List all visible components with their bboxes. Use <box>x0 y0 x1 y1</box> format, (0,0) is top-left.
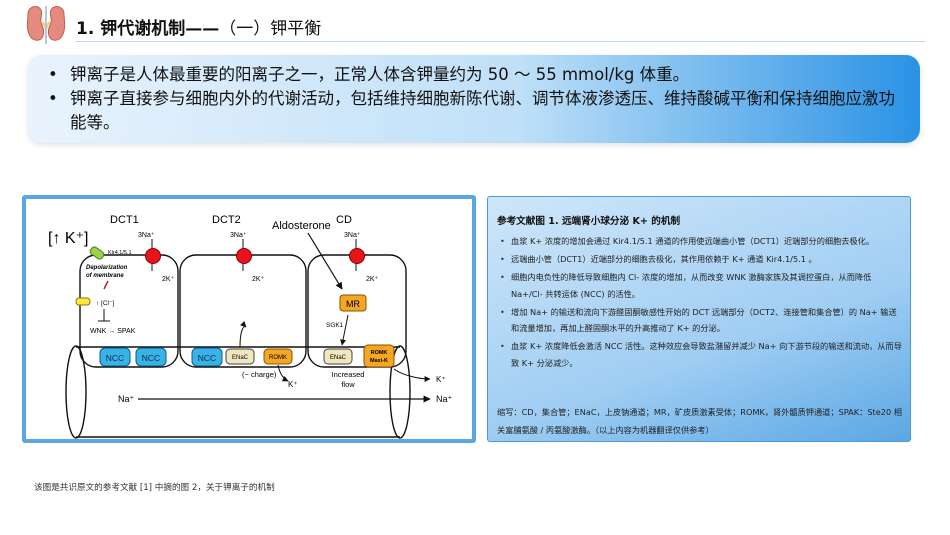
reference-bullet: 血浆 K+ 浓度的增加会通过 Kir4.1/5.1 通道的作用使远端曲小管（DC… <box>497 233 902 250</box>
kidney-icon <box>26 6 66 44</box>
label-cd: CD <box>336 214 352 226</box>
reference-bullet: 远端曲小管（DCT1）近端部分的细胞去极化，其作用依赖于 K+ 通道 Kir4.… <box>497 251 902 268</box>
figure-frame: DCT1 DCT2 CD Aldosterone [↑ K⁺] 3Na⁺ 3Na… <box>22 195 476 443</box>
label-dct1: DCT1 <box>110 214 139 226</box>
label-minus-charge: (− charge) <box>242 370 277 379</box>
reference-bullet: 血浆 K+ 浓度降低会激活 NCC 活性。这种效应会导致盐潴留并减少 Na+ 向… <box>497 338 902 371</box>
svg-text:Maxi-K: Maxi-K <box>370 358 388 364</box>
aldosterone-arrow <box>307 232 343 290</box>
pump-dct1 <box>145 239 161 271</box>
pump-dct2 <box>236 239 252 271</box>
page-title: 1. 钾代谢机制——（一）钾平衡 <box>76 14 321 39</box>
svg-text:ROMK: ROMK <box>269 355 287 361</box>
label-aldosterone: Aldosterone <box>272 220 331 232</box>
mechanism-figure: DCT1 DCT2 CD Aldosterone [↑ K⁺] 3Na⁺ 3Na… <box>26 199 472 439</box>
ncc-transporter: NCC <box>135 347 167 367</box>
title-subtitle: （一）钾平衡 <box>219 19 322 39</box>
mr-receptor: MR <box>339 294 367 312</box>
reference-bullet: 增加 Na+ 的输送和流向下游醛固酮敏感性开始的 DCT 远端部分（DCT2、连… <box>497 304 902 337</box>
intro-bullet: 钾离子是人体最重要的阳离子之一，正常人体含钾量约为 50 ～ 55 mmol/k… <box>46 63 906 87</box>
abbreviation-note: 缩写：CD，集合管；ENaC，上皮钠通道；MR，矿皮质激素受体；ROMK，肾外髓… <box>497 407 902 435</box>
pump-cd <box>349 239 365 271</box>
dct2-k-arrow <box>239 321 247 348</box>
ncc-transporter: NCC <box>99 347 131 367</box>
slide-header: 1. 钾代谢机制——（一）钾平衡 <box>0 0 950 48</box>
depol-arrow <box>103 280 109 290</box>
label-3na-1: 3Na⁺ <box>138 232 155 239</box>
intro-list: 钾离子是人体最重要的阳离子之一，正常人体含钾量约为 50 ～ 55 mmol/k… <box>46 63 906 135</box>
label-k-up: [↑ K⁺] <box>48 230 88 247</box>
label-sgk1: SGK1 <box>326 322 344 329</box>
intro-panel: 钾离子是人体最重要的阳离子之一，正常人体含钾量约为 50 ～ 55 mmol/k… <box>28 55 920 143</box>
cl-channel <box>75 297 91 306</box>
header-divider <box>76 41 926 42</box>
reference-title: 参考文献图 1. 远端肾小球分泌 K+ 的机制 <box>497 216 681 227</box>
svg-text:ROMK: ROMK <box>371 350 388 356</box>
label-3na-2: 3Na⁺ <box>230 232 247 239</box>
tubule-end-left <box>65 345 87 439</box>
romk-maxik-channel: ROMK Maxi-K <box>363 344 395 368</box>
reference-bullet: 细胞内电负性的降低导致细胞内 Cl- 浓度的增加，从而改变 WNK 激酶家族及其… <box>497 269 902 302</box>
label-2k-2: 2K⁺ <box>252 276 265 283</box>
intro-bullet: 钾离子直接参与细胞内外的代谢活动，包括维持细胞新陈代谢、调节体液渗透压、维持酸碱… <box>46 87 906 135</box>
kir-channel <box>89 246 105 260</box>
cd-k-arrow <box>393 368 431 382</box>
romk-channel: ROMK <box>263 348 293 365</box>
enac-channel-cd: ENaC <box>323 348 353 365</box>
ncc-transporter: NCC <box>191 347 223 367</box>
label-wnk: WNK → SPAK <box>90 328 136 335</box>
label-2k-1: 2K⁺ <box>162 276 175 283</box>
label-2k-3: 2K⁺ <box>366 276 379 283</box>
cell-dct1 <box>79 254 179 368</box>
label-3na-3: 3Na⁺ <box>344 232 361 239</box>
label-k-plus: K⁺ <box>288 380 298 389</box>
k-secretion-arrow <box>277 364 289 382</box>
title-main: 1. 钾代谢机制—— <box>76 19 220 39</box>
mechanism-diagram: DCT1 DCT2 CD Aldosterone [↑ K⁺] 3Na⁺ 3Na… <box>48 214 453 439</box>
label-na-out: Na⁺ <box>436 394 453 404</box>
svg-text:MR: MR <box>346 299 360 309</box>
enac-channel: ENaC <box>225 348 255 365</box>
reference-panel: 参考文献图 1. 远端肾小球分泌 K+ 的机制 血浆 K+ 浓度的增加会通过 K… <box>487 196 911 442</box>
label-k-out: K⁺ <box>436 375 446 384</box>
label-kir: Kir4.1/5.1 <box>108 250 132 256</box>
svg-text:NCC: NCC <box>106 353 124 363</box>
svg-text:NCC: NCC <box>198 353 216 363</box>
tubule-end-right <box>389 345 411 439</box>
sgk1-arrow <box>340 314 349 346</box>
svg-text:ENaC: ENaC <box>330 355 347 361</box>
svg-text:ENaC: ENaC <box>232 355 249 361</box>
reference-list: 血浆 K+ 浓度的增加会通过 Kir4.1/5.1 通道的作用使远端曲小管（DC… <box>497 233 902 373</box>
label-na-in: Na⁺ <box>118 394 135 404</box>
label-dct2: DCT2 <box>212 214 241 226</box>
label-cl: ↑ [Cl⁻] <box>96 300 114 307</box>
svg-text:NCC: NCC <box>142 353 160 363</box>
figure-caption: 该图是共识原文的参考文献 [1] 中摘的图 2，关于钾离子的机制 <box>34 483 275 493</box>
